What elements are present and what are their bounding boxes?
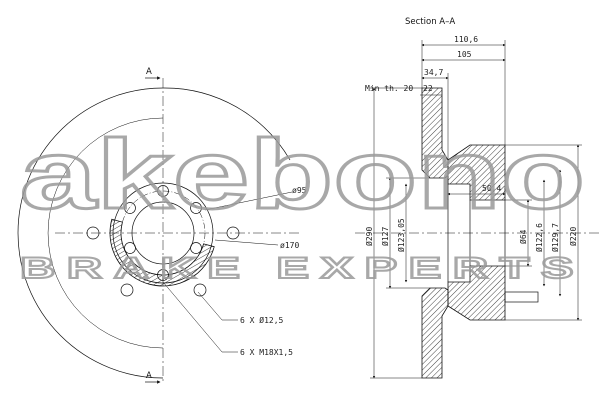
diameter-64-label: Ø64 bbox=[518, 229, 528, 244]
bolt-hole bbox=[157, 269, 169, 281]
bolt-hole bbox=[190, 242, 202, 254]
disc-outer-edge bbox=[17, 87, 164, 379]
center-bore bbox=[131, 201, 195, 265]
threaded-hole bbox=[193, 283, 207, 297]
wheel-stud bbox=[504, 291, 539, 303]
diameter-220-label: Ø220 bbox=[568, 227, 578, 246]
threaded-hole bbox=[120, 283, 134, 297]
width-total-label: 110,6 bbox=[454, 35, 478, 44]
bolt-hole bbox=[124, 242, 136, 254]
bolt-holes bbox=[124, 185, 202, 281]
watermark-tagline: BRAKE EXPERTS bbox=[20, 252, 585, 285]
hub-diameter-label: ø170 bbox=[280, 241, 299, 250]
holes-label: 6 X Ø12,5 bbox=[240, 315, 284, 325]
threaded-hole bbox=[226, 226, 240, 240]
diameter-129-label: Ø129,7 bbox=[550, 223, 560, 252]
bolt-hole bbox=[124, 202, 136, 214]
watermark-brand: akebono bbox=[20, 119, 585, 229]
rotor-lower-hatch bbox=[421, 287, 449, 379]
min-thickness-label: Min th. 20 bbox=[365, 84, 413, 93]
holes-leader bbox=[197, 291, 238, 321]
bolt-hole bbox=[190, 202, 202, 214]
diameter-127-label: Ø127 bbox=[380, 227, 390, 246]
disc-inner-edge bbox=[47, 117, 164, 349]
diameter-122-label: Ø122,6 bbox=[534, 223, 544, 252]
threads-leader bbox=[162, 281, 238, 353]
threaded-holes bbox=[86, 226, 240, 297]
hatched-flange-section bbox=[109, 218, 215, 287]
front-view: A A ø95 bbox=[17, 67, 307, 384]
threaded-hole bbox=[86, 226, 100, 240]
section-label-top: A bbox=[146, 67, 152, 77]
section-title: Section A–A bbox=[405, 17, 455, 27]
pcd-leader bbox=[204, 191, 293, 211]
section-view: Section A–A 110,6 105 34,7 Min th. 20 22 bbox=[355, 17, 600, 379]
pcd-label: ø95 bbox=[292, 186, 307, 195]
width-hub-label: 105 bbox=[457, 50, 472, 59]
thickness-label: 22 bbox=[423, 84, 433, 93]
bore-depth-label: 50,4 bbox=[482, 184, 501, 193]
disc-outer-edge-right bbox=[162, 87, 291, 161]
diameter-290-label: Ø290 bbox=[364, 227, 374, 246]
flange-offset-label: 34,7 bbox=[424, 68, 443, 77]
hub-upper-hatch bbox=[447, 144, 506, 201]
watermark: akebono BRAKE EXPERTS bbox=[19, 118, 587, 287]
bolt-circle bbox=[120, 190, 206, 276]
hub-leader bbox=[214, 239, 279, 246]
bolt-hole bbox=[157, 185, 169, 197]
diameter-123-label: Ø123,05 bbox=[396, 218, 406, 252]
section-label-bottom: A bbox=[146, 371, 152, 381]
threads-label: 6 X M18X1,5 bbox=[240, 348, 293, 357]
